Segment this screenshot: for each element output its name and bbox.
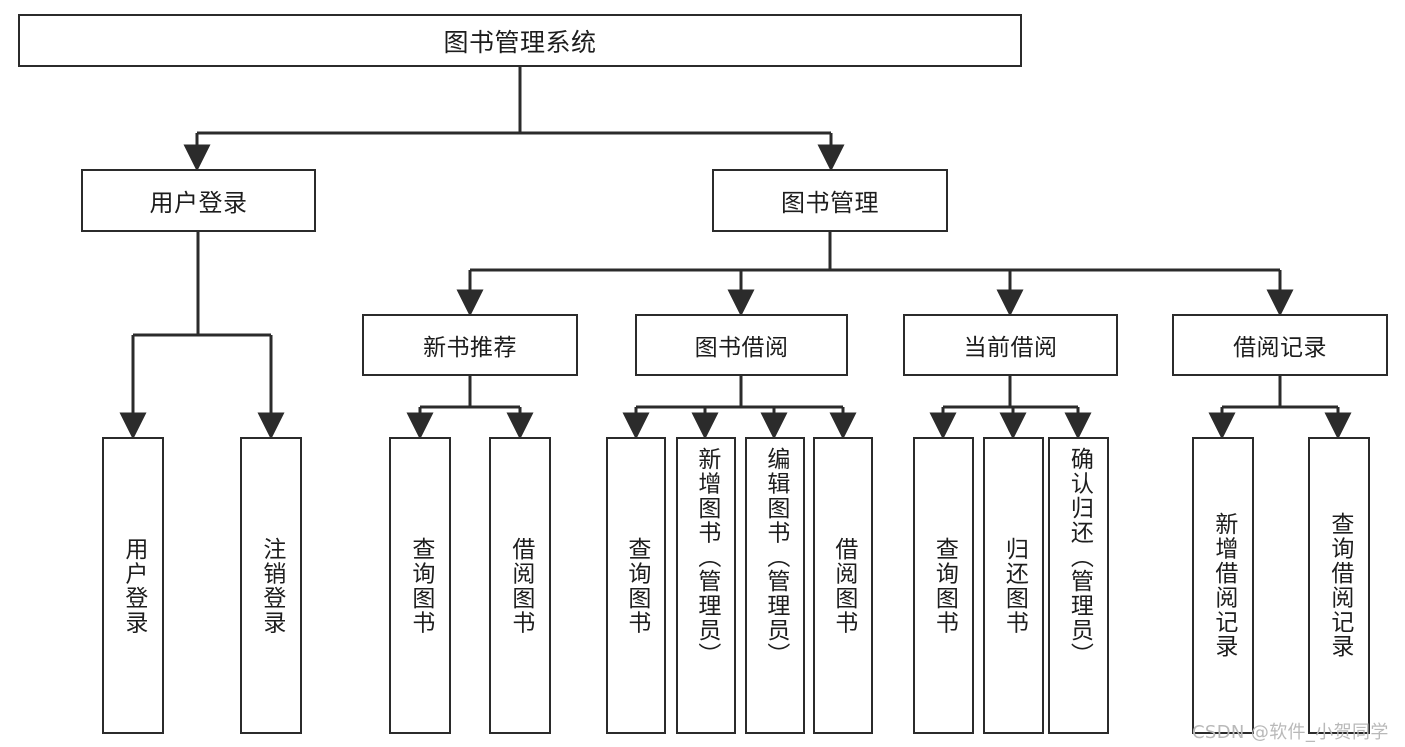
node-book-borrow-label: 图书借阅 bbox=[694, 335, 789, 361]
node-leaf-borrow-book-2-label: 借阅图书 bbox=[830, 536, 857, 635]
node-leaf-borrow-book-2[interactable]: 借阅图书 bbox=[813, 437, 873, 734]
node-current-borrow-label: 当前借阅 bbox=[963, 335, 1058, 361]
node-leaf-query-borrow-record[interactable]: 查询借阅记录 bbox=[1308, 437, 1370, 734]
node-new-book-recommend-label: 新书推荐 bbox=[423, 335, 517, 361]
node-root[interactable]: 图书管理系统 bbox=[18, 14, 1022, 67]
node-leaf-logout-login-label: 注销登录 bbox=[258, 536, 285, 635]
node-leaf-borrow-book-1[interactable]: 借阅图书 bbox=[489, 437, 551, 734]
node-current-borrow[interactable]: 当前借阅 bbox=[903, 314, 1118, 376]
node-leaf-edit-book-admin-label: 编辑图书（管理员） bbox=[762, 447, 789, 667]
node-leaf-add-borrow-record[interactable]: 新增借阅记录 bbox=[1192, 437, 1254, 734]
node-leaf-user-login[interactable]: 用户登录 bbox=[102, 437, 164, 734]
node-leaf-return-book-label: 归还图书 bbox=[1001, 536, 1028, 635]
node-leaf-confirm-return-admin[interactable]: 确认归还（管理员） bbox=[1048, 437, 1109, 734]
node-leaf-confirm-return-admin-label: 确认归还（管理员） bbox=[1066, 447, 1093, 667]
node-leaf-add-borrow-record-label: 新增借阅记录 bbox=[1210, 512, 1237, 659]
node-leaf-add-book-admin[interactable]: 新增图书（管理员） bbox=[676, 437, 736, 734]
csdn-watermark: CSDN @软件_小贺同学 bbox=[1192, 722, 1389, 743]
node-leaf-edit-book-admin[interactable]: 编辑图书（管理员） bbox=[745, 437, 805, 734]
node-leaf-query-book-3[interactable]: 查询图书 bbox=[913, 437, 974, 734]
node-leaf-borrow-book-1-label: 借阅图书 bbox=[507, 536, 534, 635]
node-leaf-query-borrow-record-label: 查询借阅记录 bbox=[1326, 512, 1353, 659]
node-leaf-user-login-label: 用户登录 bbox=[120, 536, 147, 635]
node-book-manage[interactable]: 图书管理 bbox=[712, 169, 948, 232]
node-leaf-logout-login[interactable]: 注销登录 bbox=[240, 437, 302, 734]
node-leaf-query-book-2-label: 查询图书 bbox=[623, 536, 650, 635]
node-leaf-add-book-admin-label: 新增图书（管理员） bbox=[693, 447, 720, 667]
node-user-login[interactable]: 用户登录 bbox=[81, 169, 316, 232]
node-borrow-record[interactable]: 借阅记录 bbox=[1172, 314, 1388, 376]
node-book-borrow[interactable]: 图书借阅 bbox=[635, 314, 848, 376]
node-root-label: 图书管理系统 bbox=[443, 27, 597, 57]
node-leaf-query-book-1-label: 查询图书 bbox=[407, 536, 434, 635]
node-book-manage-label: 图书管理 bbox=[781, 189, 879, 217]
node-leaf-query-book-2[interactable]: 查询图书 bbox=[606, 437, 666, 734]
node-leaf-query-book-1[interactable]: 查询图书 bbox=[389, 437, 451, 734]
node-user-login-label: 用户登录 bbox=[149, 189, 248, 217]
node-borrow-record-label: 借阅记录 bbox=[1233, 335, 1327, 361]
node-leaf-query-book-3-label: 查询图书 bbox=[931, 536, 958, 635]
node-new-book-recommend[interactable]: 新书推荐 bbox=[362, 314, 578, 376]
node-leaf-return-book[interactable]: 归还图书 bbox=[983, 437, 1044, 734]
